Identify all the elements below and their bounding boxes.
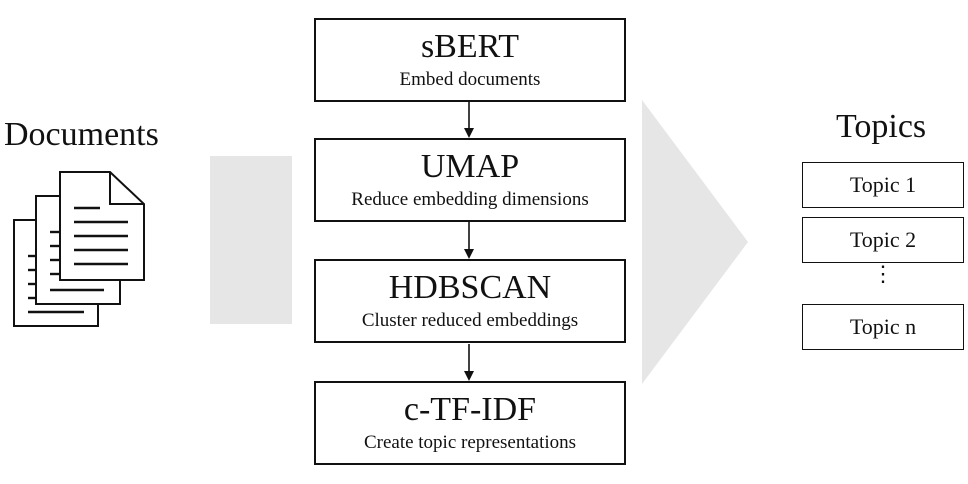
step-hdbscan: HDBSCAN Cluster reduced embeddings [314, 259, 626, 343]
connector-arrowhead-3 [464, 371, 474, 381]
documents-label: Documents [4, 116, 159, 153]
topic-item-n: Topic n [802, 304, 964, 350]
step-umap: UMAP Reduce embedding dimensions [314, 138, 626, 222]
step-title: HDBSCAN [388, 269, 552, 306]
step-title: sBERT [420, 28, 520, 65]
topic-item-2: Topic 2 [802, 217, 964, 263]
step-subtitle: Reduce embedding dimensions [351, 189, 589, 210]
connector-arrowhead-2 [464, 249, 474, 259]
step-title: c-TF-IDF [403, 391, 537, 428]
step-sbert: sBERT Embed documents [314, 18, 626, 102]
topics-label: Topics [836, 108, 927, 145]
step-subtitle: Create topic representations [363, 432, 577, 453]
document-page-front [59, 171, 145, 281]
connector-arrowhead-1 [464, 128, 474, 138]
step-ctfidf: c-TF-IDF Create topic representations [314, 381, 626, 465]
step-subtitle: Embed documents [399, 69, 541, 90]
big-arrow-head [642, 100, 748, 384]
documents-icon [13, 171, 145, 327]
topic-item-1: Topic 1 [802, 162, 964, 208]
big-arrow-tail [210, 156, 292, 324]
step-title: UMAP [420, 148, 520, 185]
step-subtitle: Cluster reduced embeddings [361, 310, 579, 331]
topics-ellipsis: ⋮ [872, 261, 894, 286]
